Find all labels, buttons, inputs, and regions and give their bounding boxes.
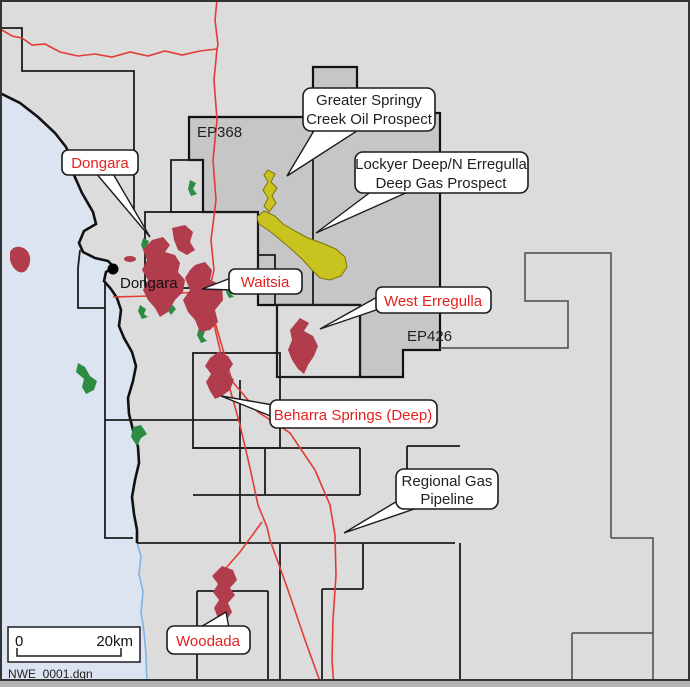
greater-springy-callout-box	[302, 87, 436, 132]
green-field-offshore	[76, 363, 97, 394]
road-top	[0, 28, 218, 58]
lockyer-callout-line1: Lockyer Deep/N Erregulla	[355, 156, 527, 173]
green-field	[197, 328, 207, 343]
scale-start-label: 0	[15, 633, 23, 650]
lockyer-deep-prospect-polygon	[256, 210, 348, 281]
woodada-callout-label: Woodada	[176, 633, 241, 650]
regional-pipeline-callout-line2: Pipeline	[420, 491, 473, 508]
greater-springy-callout-line1: Greater Springy	[316, 92, 422, 109]
dongara-town-dot	[107, 263, 119, 275]
ep368-label: EP368	[197, 124, 242, 141]
prospect-polygons	[256, 169, 348, 281]
file-name-label: NWE_0001.dgn	[8, 667, 93, 681]
waitsia-field-polygon	[183, 262, 223, 332]
offshore-boundary	[77, 249, 240, 539]
boundary-right-polyline	[440, 252, 612, 538]
small-field-polygon	[124, 256, 136, 262]
ep426-label: EP426	[407, 328, 452, 345]
dongara-callout-label: Dongara	[71, 155, 129, 172]
boundary-bottomright	[571, 537, 654, 687]
offshore-field-polygon	[10, 246, 31, 273]
west-erregulla-callout-box	[375, 286, 492, 314]
west-erregulla-field-polygon	[288, 318, 318, 374]
boundary-topleft-step	[1, 27, 135, 212]
woodada-field-polygon	[212, 566, 237, 622]
green-field	[131, 425, 147, 446]
red-fields	[10, 225, 318, 622]
scale-bar: 0 20km	[7, 626, 141, 663]
beharra-callout-box	[269, 399, 438, 429]
dongara-town-label: Dongara	[120, 275, 178, 292]
lockyer-callout-box	[354, 151, 529, 194]
waitsia-callout-label: Waitsia	[241, 274, 290, 291]
lockyer-callout-line2: Deep Gas Prospect	[376, 175, 508, 192]
regional-pipeline-callout-line1: Regional Gas	[402, 473, 493, 490]
woodada-callout-box	[166, 625, 251, 655]
dongara-field-polygon	[142, 237, 185, 317]
coastline-south	[136, 542, 148, 687]
callout-boxes: Dongara Waitsia Greater Springy Creek Oi…	[61, 87, 529, 655]
green-field	[188, 180, 197, 196]
scale-end-label: 20km	[96, 633, 133, 650]
west-erregulla-callout-label: West Erregulla	[384, 293, 483, 310]
beharra-callout-label: Beharra Springs (Deep)	[274, 407, 432, 424]
dongara-north-field-polygon	[172, 225, 195, 255]
greater-springy-prospect-polygon	[262, 169, 278, 213]
green-field	[138, 305, 148, 319]
pipeline-branch-woodada	[225, 521, 263, 569]
dongara-callout-box	[61, 149, 139, 176]
boundary-grey-lines	[440, 252, 654, 687]
waitsia-callout-box	[228, 268, 303, 295]
map-frame-bottom-strip	[0, 681, 690, 687]
scale-bar-ruler	[16, 648, 122, 657]
beharra-springs-field-polygon	[205, 352, 234, 399]
regional-pipeline-callout-box	[395, 468, 499, 510]
greater-springy-callout-line2: Creek Oil Prospect	[306, 111, 433, 128]
